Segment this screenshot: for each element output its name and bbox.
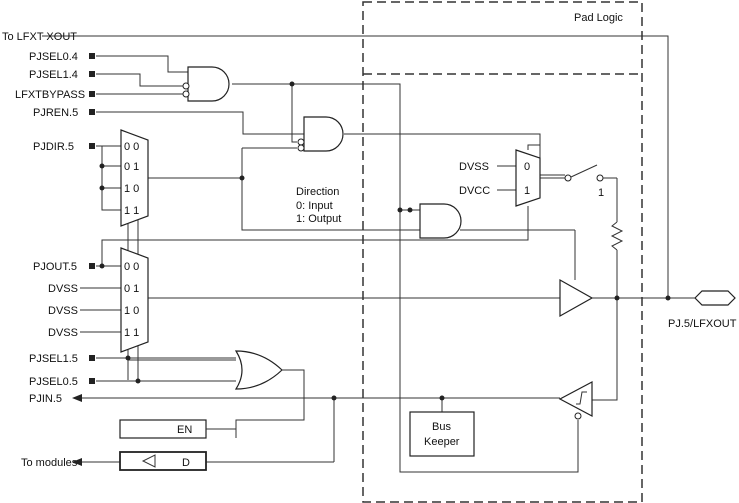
mux-output-in-3: 1 1 (124, 327, 139, 339)
latch-en: EN (177, 424, 192, 436)
and-gate-lfxt (187, 66, 230, 102)
label-pjsel0-4: PJSEL0.4 (29, 51, 78, 63)
label-lfxtbypass: LFXTBYPASS (15, 89, 85, 101)
or-gate-sel (234, 350, 283, 390)
label-pin-name: PJ.5/LFXOUT (668, 318, 737, 330)
label-pjsel1-5: PJSEL1.5 (29, 353, 78, 365)
wires (42, 35, 695, 473)
label-pjin-5: PJIN.5 (29, 393, 62, 405)
pin-connector (694, 290, 736, 306)
mux-direction-in-3: 1 1 (124, 205, 139, 217)
switch-contact-out (596, 174, 604, 182)
pull-mux-in1: 1 (524, 185, 530, 197)
input-schmitt-buffer (558, 381, 593, 417)
label-pjout-5: PJOUT.5 (33, 261, 77, 273)
direction-title: Direction (296, 186, 339, 198)
label-dvss-2: DVSS (48, 305, 78, 317)
direction-input: 0: Input (296, 200, 333, 212)
input-pins (89, 53, 95, 384)
bus-keeper (409, 411, 475, 457)
junction-dots (99, 81, 671, 401)
pull-mux-dvcc: DVCC (459, 185, 490, 197)
mux-direction (120, 129, 149, 227)
pull-mux (515, 149, 541, 207)
mux-direction-in-1: 0 1 (124, 161, 139, 173)
label-pjren-5: PJREN.5 (33, 107, 78, 119)
and-gate-pull-enable (303, 116, 344, 152)
pad-logic-boundary (362, 1, 643, 503)
bus-keeper-line1: Bus (432, 421, 451, 433)
pull-mux-in0: 0 (524, 161, 530, 173)
mux-direction-in-2: 1 0 (124, 183, 139, 195)
output-driver (559, 278, 594, 318)
mux-output (120, 247, 149, 353)
direction-output: 1: Output (296, 213, 341, 225)
label-to-modules: To modules (21, 457, 78, 469)
and-gate-output-enable (419, 203, 462, 239)
label-dvss-1: DVSS (48, 283, 78, 295)
latch-en-box (119, 419, 207, 439)
label-dvss-3: DVSS (48, 327, 78, 339)
pjin-arrow-icon (72, 394, 82, 402)
pull-mux-dvss: DVSS (459, 161, 489, 173)
pull-resistor (610, 221, 624, 251)
switch-blade (570, 164, 598, 178)
latch-d-box (119, 451, 207, 471)
mux-output-in-1: 0 1 (124, 283, 139, 295)
mux-output-in-2: 1 0 (124, 305, 139, 317)
latch-triangle-icon (141, 454, 156, 468)
schmitt-icon (576, 391, 587, 405)
switch-contact-in (564, 174, 572, 182)
latch-d: D (182, 457, 190, 469)
label-pjdir-5: PJDIR.5 (33, 141, 74, 153)
label-pjsel0-5: PJSEL0.5 (29, 376, 78, 388)
mux-direction-in-0: 0 0 (124, 141, 139, 153)
mux-output-in-0: 0 0 (124, 261, 139, 273)
modules-arrow-icon (72, 458, 82, 466)
switch-label: 1 (598, 187, 604, 199)
label-pjsel1-4: PJSEL1.4 (29, 69, 78, 81)
label-to-lfxt-xout: To LFXT XOUT (2, 31, 77, 43)
pad-logic-label: Pad Logic (574, 12, 623, 24)
bus-keeper-line2: Keeper (424, 436, 460, 448)
